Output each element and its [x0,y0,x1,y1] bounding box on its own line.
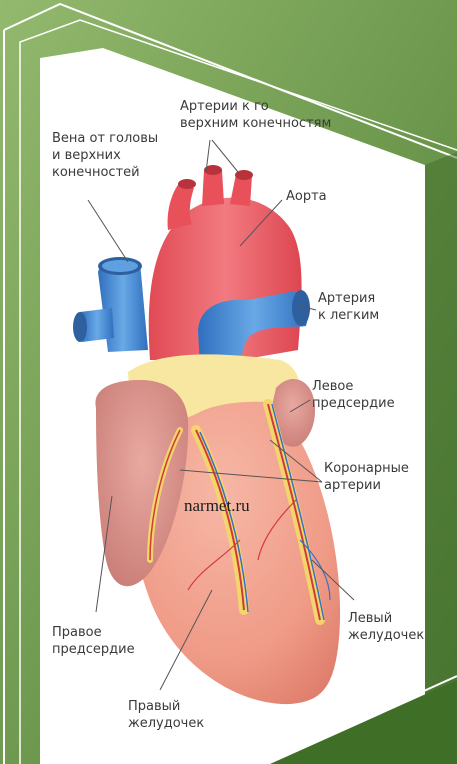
label-left-ventricle: Левый желудочек [348,610,424,644]
label-left-atrium: Левое предсердие [312,378,395,412]
label-right-ventricle: Правый желудочек [128,698,204,732]
label-coronary-arteries: Коронарные артерии [324,460,409,494]
aortic-branch [202,170,224,206]
watermark: narmet.ru [184,496,250,516]
label-right-atrium: Правое предсердие [52,624,135,658]
label-arteries-to-upper-limbs: Артерии к го верхним конечностям [180,98,331,132]
label-superior-vena-cava: Вена от головы и верхних конечностей [52,130,158,181]
panel-shadow-right [425,152,457,700]
label-pulmonary-artery: Артерия к легким [318,290,379,324]
label-aorta: Аорта [286,188,327,205]
